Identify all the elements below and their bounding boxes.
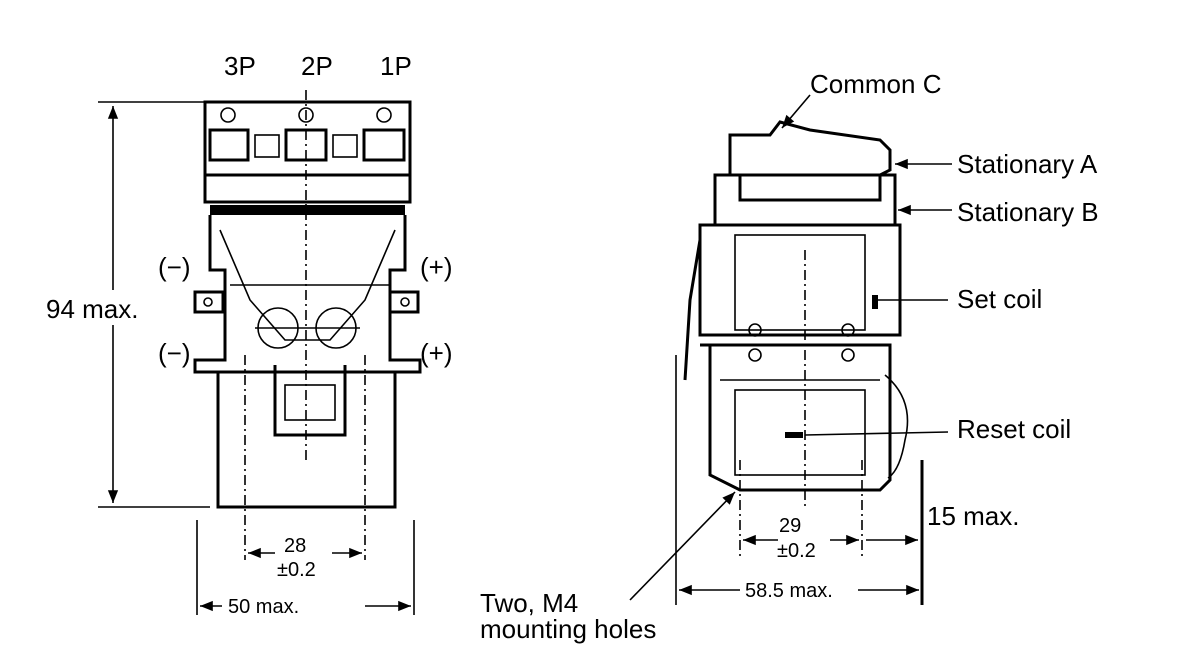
callout-reset-coil: Reset coil <box>957 414 1071 444</box>
polarity-left-top: (−) <box>158 252 191 282</box>
side-relay-body <box>683 120 909 560</box>
terminal-block <box>203 100 412 215</box>
mounting-note-line2: mounting holes <box>480 614 656 644</box>
front-view: 3P 2P 1P <box>46 51 453 618</box>
polarity-right-bottom: (+) <box>420 338 453 368</box>
height-dimension: 94 max. <box>46 294 139 324</box>
width-dimension: 50 max. <box>228 596 299 618</box>
hole-spacing-tolerance: ±0.2 <box>277 559 316 581</box>
base-dimension: 15 max. <box>927 501 1020 531</box>
callout-stationary-b: Stationary B <box>957 197 1099 227</box>
polarity-right-top: (+) <box>420 252 453 282</box>
pole-label-3p: 3P <box>224 51 256 81</box>
pole-label-1p: 1P <box>380 51 412 81</box>
side-hole-spacing-value: 29 <box>779 515 801 537</box>
callout-common-c: Common C <box>810 69 941 99</box>
side-view: Common C Stationary A Stationary B Set c… <box>480 69 1099 644</box>
relay-body <box>193 90 422 560</box>
callout-set-coil: Set coil <box>957 284 1042 314</box>
hole-spacing-value: 28 <box>284 535 306 557</box>
side-hole-spacing-tolerance: ±0.2 <box>777 540 816 562</box>
mounting-note-line1: Two, M4 <box>480 588 578 618</box>
callout-stationary-a: Stationary A <box>957 149 1098 179</box>
polarity-left-bottom: (−) <box>158 338 191 368</box>
pole-label-2p: 2P <box>301 51 333 81</box>
depth-dimension: 58.5 max. <box>745 580 833 602</box>
